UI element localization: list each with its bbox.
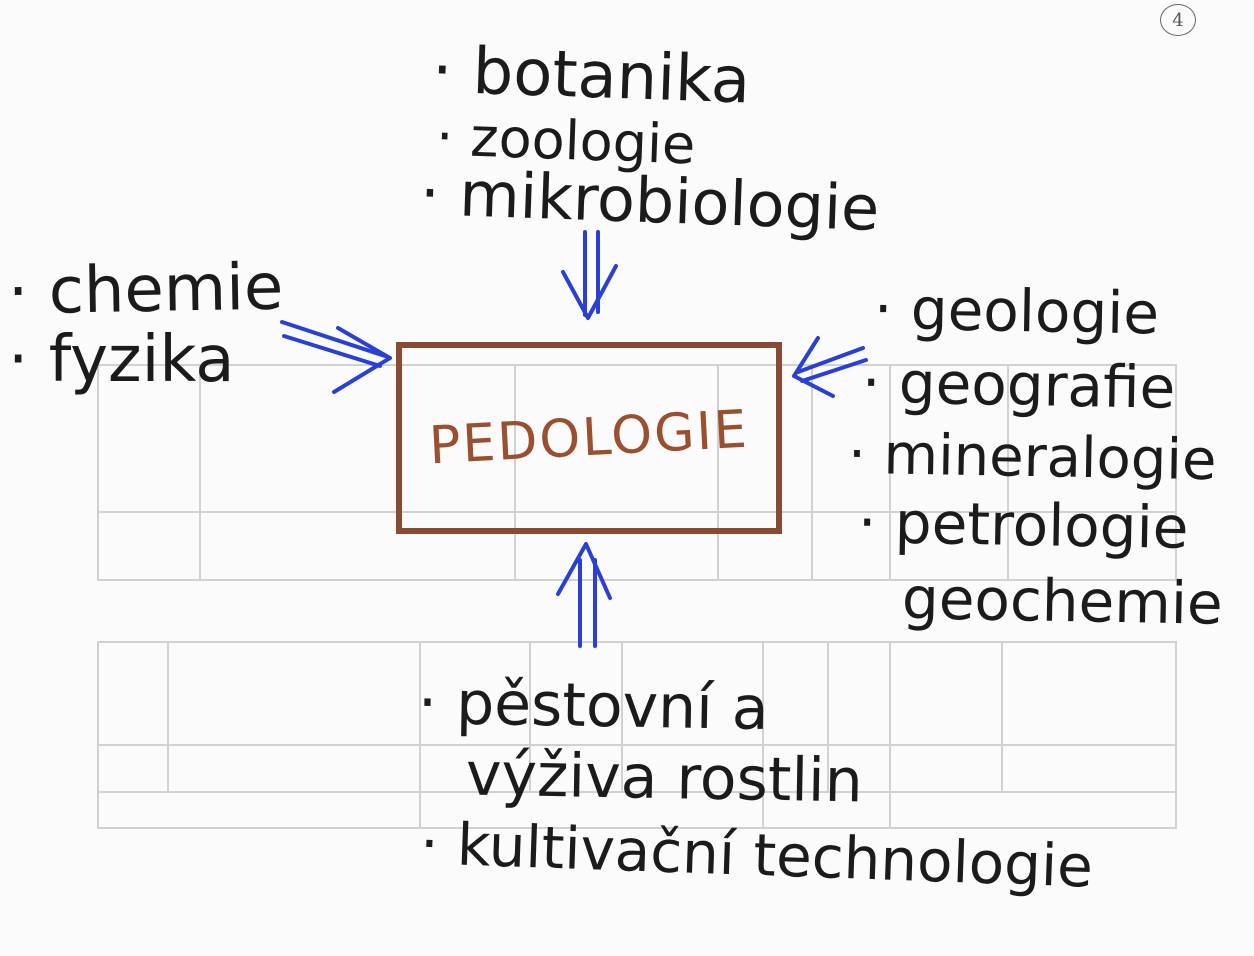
arrow-from-right-icon (792, 336, 868, 398)
arrow-from-left-icon (280, 320, 392, 394)
left-item-1: · chemie (7, 250, 284, 330)
bottom-item-1: · pěstovní a (417, 667, 770, 745)
right-item-2: · geografie (861, 348, 1176, 422)
right-item-4: · petrologie (857, 488, 1189, 562)
arrow-from-bottom-icon (556, 542, 612, 648)
central-label: PEDOLOGIE (427, 399, 751, 477)
central-box: PEDOLOGIE (396, 342, 782, 534)
right-item-3: · mineralogie (847, 421, 1217, 494)
arrow-from-top-icon (561, 230, 618, 320)
top-item-1: · botanika (430, 33, 752, 119)
page-number: 4 (1160, 4, 1196, 36)
right-item-1: · geologie (873, 274, 1160, 348)
right-item-5: geochemie (901, 564, 1224, 638)
bottom-item-2: výživa rostlin (465, 739, 864, 817)
top-item-3: · mikrobiologie (418, 156, 881, 245)
left-item-2: · fyzika (8, 323, 235, 397)
